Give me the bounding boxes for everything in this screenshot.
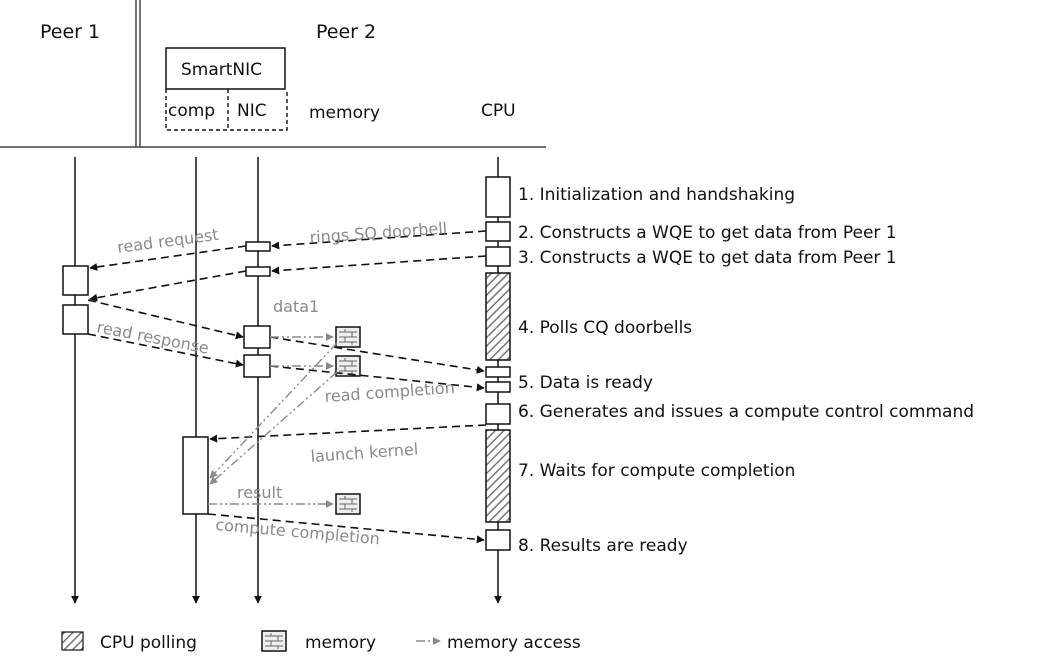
nic-activation-data-1 bbox=[243, 325, 271, 349]
legend-memory: memory bbox=[305, 633, 376, 653]
legend-memory-access: memory access bbox=[447, 633, 581, 653]
step-4: 4. Polls CQ doorbells bbox=[518, 318, 692, 338]
msg-launch-kernel bbox=[209, 424, 487, 443]
msg-rings-sq-doorbell-1 bbox=[271, 230, 487, 250]
cpu-column-label: CPU bbox=[481, 101, 516, 121]
step-2: 2. Constructs a WQE to get data from Pee… bbox=[518, 223, 897, 243]
step-3: 3. Constructs a WQE to get data from Pee… bbox=[518, 248, 897, 268]
nic-label: NIC bbox=[237, 101, 267, 121]
peer1-activation-2 bbox=[62, 304, 89, 335]
activations bbox=[62, 176, 511, 551]
comp-activation-kernel bbox=[182, 436, 209, 515]
cpu-polling-block-1 bbox=[485, 272, 511, 361]
msg-read-response-1 bbox=[87, 299, 244, 340]
label-read-completion: read completion bbox=[324, 378, 455, 406]
messages bbox=[87, 230, 487, 544]
step-6: 6. Generates and issues a compute contro… bbox=[518, 402, 974, 422]
cpu-polling-block-2 bbox=[485, 429, 511, 523]
cpu-activation-wqe2 bbox=[485, 246, 511, 267]
msg-read-completion-2 bbox=[269, 365, 485, 392]
msg-read-completion-1 bbox=[269, 336, 485, 374]
cpu-activation-ready-b bbox=[485, 381, 511, 393]
msg-compute-completion bbox=[207, 513, 485, 544]
mem-access-read-1 bbox=[209, 342, 338, 479]
memory-column-label: memory bbox=[309, 103, 380, 123]
cpu-activation-results bbox=[485, 529, 511, 551]
memory-accesses bbox=[208, 333, 338, 508]
peer1-activation-1 bbox=[62, 265, 89, 296]
step-8: 8. Results are ready bbox=[518, 536, 688, 556]
step-list: 1. Initialization and handshaking 2. Con… bbox=[518, 185, 974, 556]
memory-icon bbox=[261, 630, 287, 652]
label-compute-completion: compute completion bbox=[215, 515, 381, 548]
cpu-activation-ready-a bbox=[485, 366, 511, 378]
peer1-title: Peer 1 bbox=[40, 21, 100, 43]
cpu-activation-wqe1 bbox=[485, 221, 511, 242]
label-result: result bbox=[237, 483, 282, 502]
header: Peer 1 Peer 2 SmartNIC comp NIC memory C… bbox=[0, 0, 546, 148]
nic-activation-doorbell-2 bbox=[245, 266, 271, 277]
hatched-box-icon bbox=[61, 631, 84, 651]
step-7: 7. Waits for compute completion bbox=[518, 461, 795, 481]
smartnic-box bbox=[165, 47, 286, 90]
msg-rings-sq-doorbell-2 bbox=[271, 255, 487, 275]
smartnic-sub-box bbox=[165, 89, 288, 131]
legend-cpu-polling: CPU polling bbox=[100, 633, 197, 653]
label-launch-kernel: launch kernel bbox=[310, 440, 419, 466]
label-read-response: read response bbox=[95, 317, 210, 357]
memory-icons bbox=[335, 326, 361, 515]
cpu-activation-init bbox=[485, 176, 511, 218]
peer2-title: Peer 2 bbox=[316, 21, 376, 43]
step-5: 5. Data is ready bbox=[518, 373, 653, 393]
step-1: 1. Initialization and handshaking bbox=[518, 185, 795, 205]
label-data1: data1 bbox=[273, 297, 319, 316]
memory-icon bbox=[335, 326, 361, 348]
cpu-activation-command bbox=[485, 403, 511, 425]
legend: CPU polling memory memory access bbox=[61, 630, 581, 653]
memory-icon bbox=[335, 493, 361, 515]
msg-read-response-2 bbox=[87, 333, 244, 368]
nic-activation-data-2 bbox=[243, 354, 271, 378]
msg-read-request-1 bbox=[89, 245, 247, 271]
msg-read-request-2 bbox=[89, 270, 247, 302]
nic-activation-doorbell-1 bbox=[245, 241, 271, 252]
mem-access-read-2 bbox=[209, 371, 338, 485]
message-labels: read request rings SQ doorbell data1 rea… bbox=[95, 218, 455, 548]
smartnic-label: SmartNIC bbox=[181, 60, 262, 80]
label-rings-sq-doorbell: rings SQ doorbell bbox=[309, 218, 448, 247]
comp-label: comp bbox=[168, 101, 215, 121]
